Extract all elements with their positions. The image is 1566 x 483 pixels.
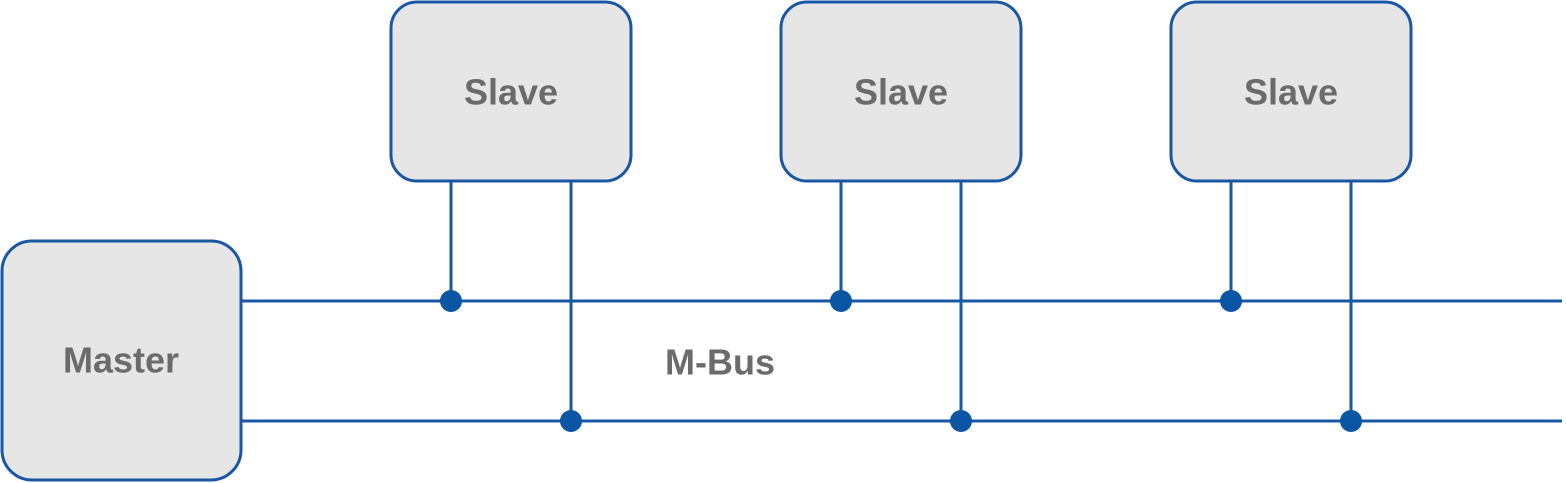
master-label: Master bbox=[63, 340, 179, 381]
master-node: Master bbox=[0, 239, 243, 482]
slave-label: Slave bbox=[464, 72, 558, 113]
junction-node bbox=[830, 290, 852, 312]
slave-box bbox=[389, 0, 633, 183]
slave-label: Slave bbox=[854, 72, 948, 113]
junction-node bbox=[560, 410, 582, 432]
slave-node-3: Slave bbox=[1169, 0, 1413, 183]
master-box bbox=[0, 239, 243, 482]
bus-label: M-Bus bbox=[665, 342, 775, 383]
junction-node bbox=[1220, 290, 1242, 312]
junction-node bbox=[1340, 410, 1362, 432]
slave-box bbox=[779, 0, 1023, 183]
junction-node bbox=[440, 290, 462, 312]
slave-node-2: Slave bbox=[779, 0, 1023, 183]
slave-box bbox=[1169, 0, 1413, 183]
slave-label: Slave bbox=[1244, 72, 1338, 113]
junction-node bbox=[950, 410, 972, 432]
slave-node-1: Slave bbox=[389, 0, 633, 183]
